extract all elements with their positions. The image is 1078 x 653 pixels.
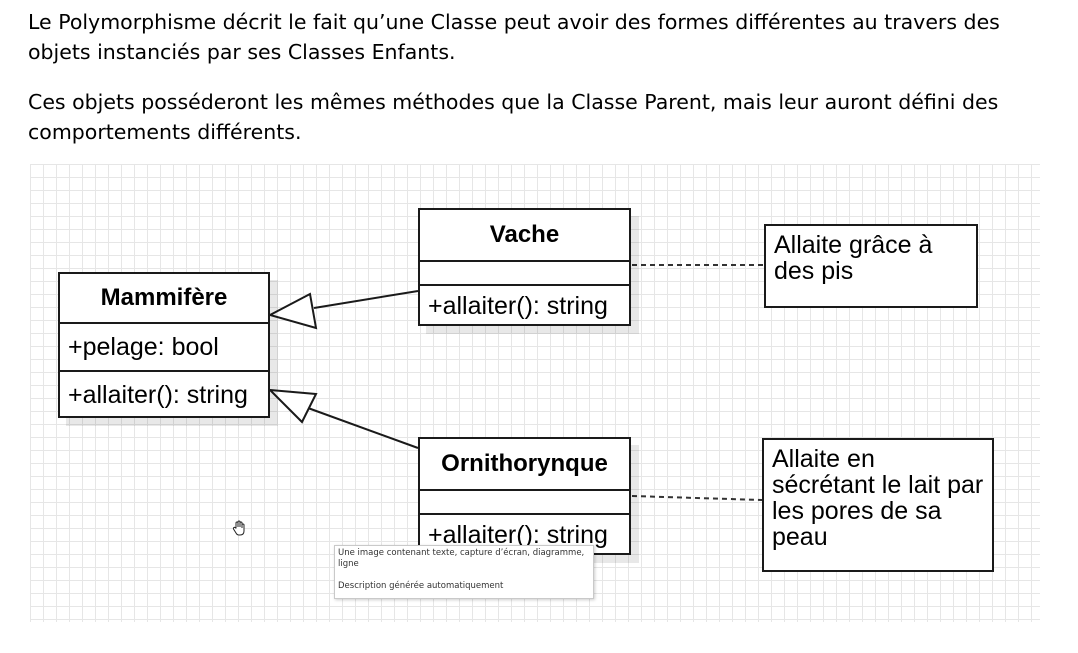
class-mammifere-name: Mammifère — [100, 284, 228, 311]
inheritance-line-vache — [313, 290, 419, 309]
uml-diagram[interactable]: Mammifère +pelage: bool +allaiter(): str… — [30, 164, 1040, 622]
tooltip-caption: Une image contenant texte, capture d’écr… — [338, 548, 585, 569]
class-ornithorynque[interactable]: Ornithorynque +allaiter(): string — [418, 437, 631, 555]
hand-cursor-icon — [232, 520, 246, 536]
class-vache[interactable]: Vache +allaiter(): string — [418, 208, 631, 326]
explanation-paragraph: Ces objets posséderont les mêmes méthode… — [28, 90, 999, 144]
note-vache[interactable]: Allaite grâce à des pis — [764, 224, 978, 308]
inheritance-arrowhead-vache — [267, 292, 318, 330]
class-ornithorynque-name: Ornithorynque — [441, 450, 608, 477]
inheritance-line-ornithorynque — [307, 407, 419, 449]
class-vache-name: Vache — [489, 221, 560, 248]
alt-text-tooltip: Une image contenant texte, capture d’écr… — [334, 545, 594, 599]
note-link-ornithorynque — [631, 495, 763, 501]
class-ornithorynque-operation: +allaiter(): string — [420, 513, 629, 555]
inheritance-arrowhead-ornithorynque — [267, 388, 318, 424]
class-mammifere-operation: +allaiter(): string — [60, 370, 268, 418]
note-ornithorynque[interactable]: Allaite en sécrétant le lait par les por… — [762, 438, 994, 572]
class-ornithorynque-attributes-empty — [420, 489, 629, 513]
diagram-connectors — [267, 264, 764, 501]
intro-paragraph: Le Polymorphisme décrit le fait qu’une C… — [28, 10, 1000, 64]
class-mammifere-attribute: +pelage: bool — [60, 322, 268, 370]
class-mammifere[interactable]: Mammifère +pelage: bool +allaiter(): str… — [58, 272, 270, 418]
class-vache-operation: +allaiter(): string — [420, 284, 629, 326]
class-vache-attributes-empty — [420, 260, 629, 284]
tooltip-description: Description générée automatiquement — [338, 581, 504, 591]
